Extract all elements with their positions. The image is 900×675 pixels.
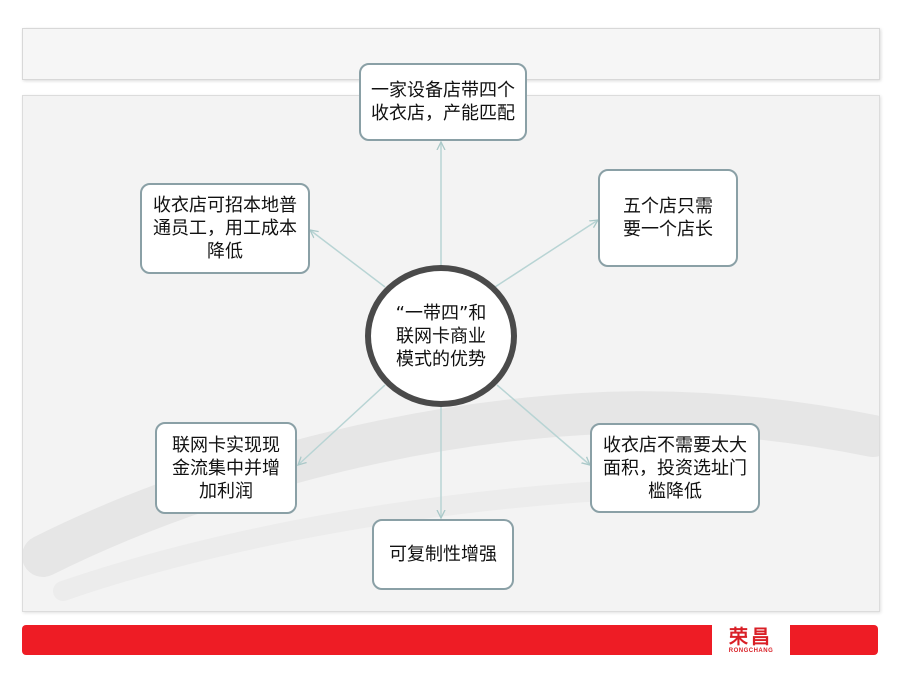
node-top-label: 一家设备店带四个收衣店，产能匹配 (371, 80, 515, 124)
node-upper-left: 收衣店可招本地普通员工，用工成本降低 (140, 183, 310, 274)
logo-chinese: 荣昌 (728, 626, 773, 648)
node-upper-right: 五个店只需要一个店长 (598, 169, 738, 267)
node-lower-left-label: 联网卡实现现金流集中并增加利润 (172, 434, 280, 502)
node-bottom: 可复制性增强 (372, 519, 514, 590)
connector-lower-left (298, 384, 386, 465)
connector-upper-right (494, 220, 598, 288)
hub-label: “一带四”和联网卡商业模式的优势 (395, 302, 487, 370)
node-upper-left-label: 收衣店可招本地普通员工，用工成本降低 (153, 195, 297, 262)
brand-logo: 荣昌 RONGCHANG (712, 620, 790, 662)
node-bottom-label: 可复制性增强 (389, 544, 497, 565)
node-lower-left: 联网卡实现现金流集中并增加利润 (155, 422, 297, 514)
node-lower-right-label: 收衣店不需要太大面积，投资选址门槛降低 (603, 434, 747, 502)
node-top: 一家设备店带四个收衣店，产能匹配 (359, 63, 527, 141)
connector-upper-left (310, 230, 386, 288)
logo-english: RONGCHANG (728, 648, 774, 654)
node-upper-right-label: 五个店只需要一个店长 (623, 196, 713, 240)
hub-circle: “一带四”和联网卡商业模式的优势 (365, 265, 517, 407)
node-lower-right: 收衣店不需要太大面积，投资选址门槛降低 (590, 423, 760, 513)
connector-lower-right (496, 384, 590, 465)
